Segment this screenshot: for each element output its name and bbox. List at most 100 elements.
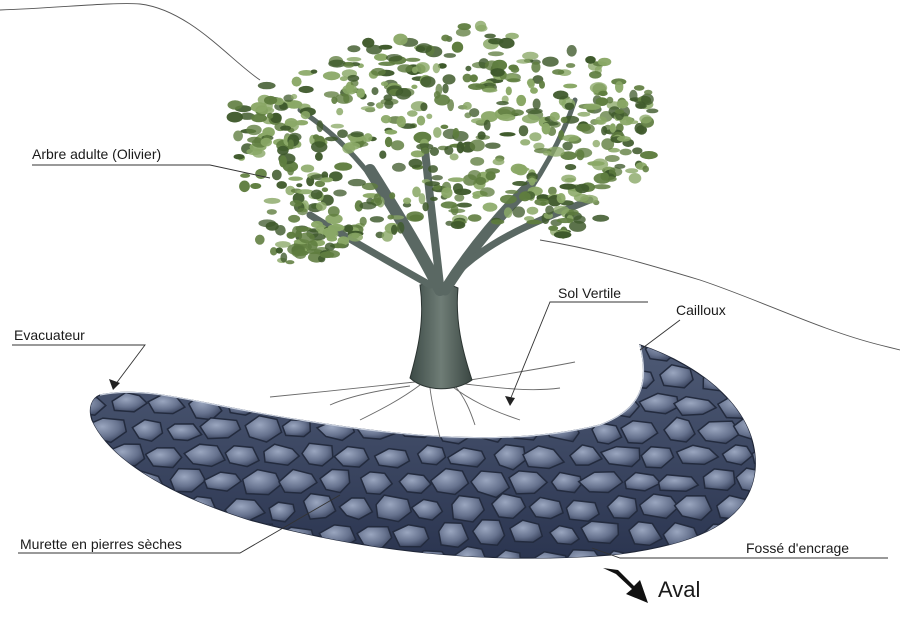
wall-stone <box>360 365 393 391</box>
leaf <box>440 124 449 129</box>
wall-stone <box>320 363 358 389</box>
leaf <box>565 63 576 68</box>
leaf <box>276 181 288 189</box>
leaf <box>378 44 393 50</box>
leaf <box>402 202 412 208</box>
leaf <box>553 231 572 239</box>
leaf <box>360 106 375 111</box>
wall-stone <box>548 524 581 546</box>
tree-foliage <box>226 20 659 265</box>
leaf <box>271 169 282 181</box>
wall-stone <box>301 442 334 467</box>
leaf <box>560 151 577 161</box>
wall-stone <box>410 498 444 521</box>
leaf <box>393 33 408 46</box>
leaf <box>407 110 418 117</box>
leaf <box>298 70 315 76</box>
leaf <box>373 193 381 204</box>
wall-stone <box>221 345 259 365</box>
leaf <box>530 87 538 94</box>
leaf <box>614 163 626 169</box>
leaf <box>420 76 436 88</box>
wall-stone <box>493 443 527 471</box>
leaf <box>477 131 486 140</box>
wall-stone <box>568 392 604 421</box>
leaf <box>411 84 418 90</box>
leaf <box>451 41 464 53</box>
wall-stone <box>580 520 620 545</box>
leaf <box>615 81 624 93</box>
leaf <box>526 219 542 225</box>
wall-stone <box>205 366 237 388</box>
wall-stone <box>146 345 181 366</box>
wall-stone <box>259 345 298 363</box>
wall-stone <box>583 366 621 388</box>
leaf <box>432 63 441 74</box>
leaf <box>469 139 485 152</box>
leaf <box>589 71 602 79</box>
wall-stone <box>521 393 565 419</box>
leaf <box>470 157 485 166</box>
leaf <box>540 201 547 206</box>
leaf <box>505 86 512 96</box>
leaf <box>350 131 364 138</box>
leaf <box>604 176 617 182</box>
leaf <box>289 200 303 207</box>
leaf <box>482 202 498 212</box>
wall-stone <box>437 521 470 549</box>
wall-stone <box>526 551 570 559</box>
wall-stone <box>624 471 662 492</box>
leaf <box>266 112 274 119</box>
leaf <box>511 109 524 116</box>
wall-stone <box>429 467 470 496</box>
wall-stone <box>406 394 450 419</box>
leaf <box>634 122 645 134</box>
leaf <box>556 217 574 224</box>
leaf <box>405 57 421 62</box>
leaf <box>482 87 498 93</box>
leaf <box>298 85 314 94</box>
leaf <box>339 76 348 82</box>
leaf <box>526 206 539 215</box>
leaf <box>431 175 443 181</box>
leaf <box>467 214 482 222</box>
wall-stone <box>508 519 544 544</box>
leaf <box>343 142 361 150</box>
leaf <box>644 89 653 96</box>
leaf <box>312 134 320 140</box>
wall-stone <box>471 518 506 546</box>
wall-stone <box>144 447 183 469</box>
leaf <box>296 189 314 195</box>
leaf <box>601 126 608 136</box>
leaf <box>512 181 528 186</box>
wall-stone <box>702 468 736 492</box>
wall-stone <box>359 471 394 495</box>
wall-stone <box>184 345 224 364</box>
leaf <box>359 201 377 210</box>
leaf <box>433 127 442 138</box>
wall-stone <box>244 415 283 443</box>
leaf <box>500 194 517 204</box>
leaf <box>415 62 430 73</box>
leaf <box>387 214 395 220</box>
slope-line <box>0 3 900 351</box>
leaf <box>542 56 559 67</box>
wall-stone <box>131 418 164 443</box>
wall-stone <box>268 501 296 523</box>
leaf <box>391 140 405 151</box>
leaf <box>598 90 608 97</box>
leaf <box>592 214 610 222</box>
downstream-arrow <box>603 568 648 603</box>
leaf <box>354 200 364 212</box>
leaf <box>545 205 554 215</box>
leaf <box>324 250 341 258</box>
leaf <box>315 201 327 211</box>
leaf <box>385 54 403 62</box>
leaf <box>239 180 250 193</box>
wall-stone <box>339 550 377 559</box>
wall-stone <box>105 495 146 522</box>
leaf <box>403 197 412 205</box>
wall-stone <box>663 416 696 443</box>
leaf <box>464 112 472 119</box>
wall-stone <box>563 548 606 559</box>
